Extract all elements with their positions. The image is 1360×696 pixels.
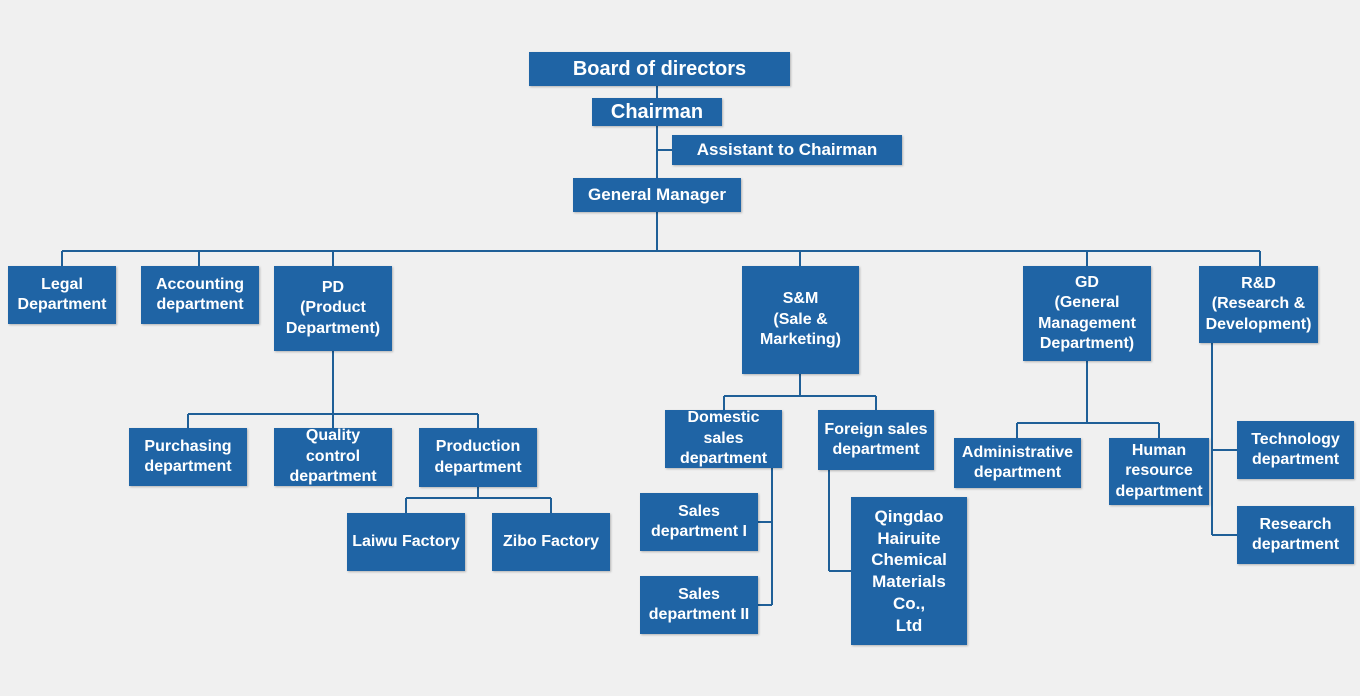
general-manager-node: General Manager (573, 178, 741, 212)
laiwu-factory-node: Laiwu Factory (347, 513, 465, 571)
foreign-sales-department-node: Foreign sales department (818, 410, 934, 470)
production-department-node: Production department (419, 428, 537, 487)
assistant-to-chairman-node: Assistant to Chairman (672, 135, 902, 165)
technology-department-node: Technology department (1237, 421, 1354, 479)
sale-marketing-node: S&M (Sale & Marketing) (742, 266, 859, 374)
research-department-node: Research department (1237, 506, 1354, 564)
legal-department-node: Legal Department (8, 266, 116, 324)
qingdao-hairuite-node: Qingdao Hairuite Chemical Materials Co.,… (851, 497, 967, 645)
research-development-node: R&D (Research & Development) (1199, 266, 1318, 343)
accounting-department-node: Accounting department (141, 266, 259, 324)
human-resource-department-node: Human resource department (1109, 438, 1209, 505)
sales-department-1-node: Sales department I (640, 493, 758, 551)
chairman-node: Chairman (592, 98, 722, 126)
board-of-directors-node: Board of directors (529, 52, 790, 86)
zibo-factory-node: Zibo Factory (492, 513, 610, 571)
administrative-department-node: Administrative department (954, 438, 1081, 488)
purchasing-department-node: Purchasing department (129, 428, 247, 486)
quality-control-department-node: Quality control department (274, 428, 392, 486)
product-department-node: PD (Product Department) (274, 266, 392, 351)
domestic-sales-department-node: Domestic sales department (665, 410, 782, 468)
general-management-department-node: GD (General Management Department) (1023, 266, 1151, 361)
sales-department-2-node: Sales department II (640, 576, 758, 634)
